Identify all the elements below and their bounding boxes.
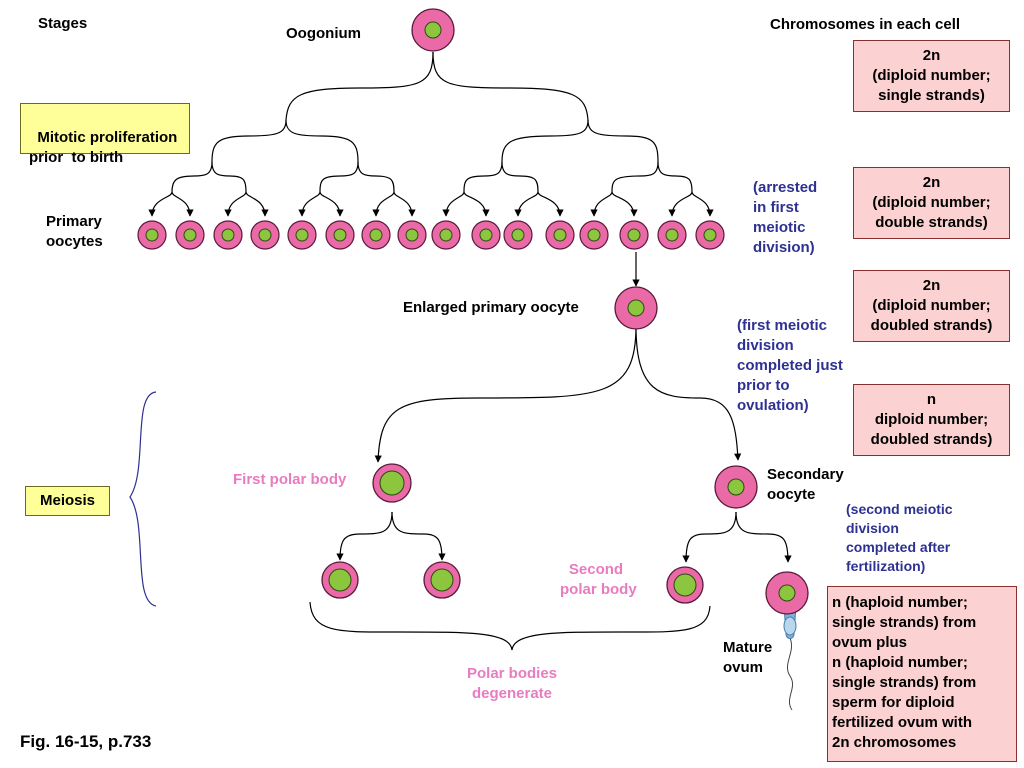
mature-ovum-label: Mature ovum xyxy=(723,639,773,676)
chromosomes-header: Chromosomes in each cell xyxy=(770,16,961,33)
primary-oocytes-label: Primary oocytes xyxy=(46,213,103,250)
primary-oocyte-cell xyxy=(325,220,355,250)
meiosis-brace xyxy=(129,391,157,607)
first-meiotic-note: (first meiotic division completed just p… xyxy=(737,317,843,414)
secondary-oocyte-cell xyxy=(714,465,758,509)
chromosome-box-mature-ovum: n (haploid number; single strands) from … xyxy=(827,586,1017,762)
first-polar-body-cell xyxy=(372,463,412,503)
meiosis-label: Meiosis xyxy=(39,492,96,509)
primary-oocyte-cell xyxy=(287,220,317,250)
primary-oocyte-cell xyxy=(137,220,167,250)
polar-body-cell xyxy=(423,561,461,599)
primary-oocyte-cell xyxy=(250,220,280,250)
oogonium-label: Oogonium xyxy=(286,25,361,42)
primary-oocyte-cell xyxy=(175,220,205,250)
primary-oocyte-cell xyxy=(579,220,609,250)
secondary-oocyte-label: Secondary oocyte xyxy=(767,466,844,503)
polar-bodies-degenerate-label: Polar bodies degenerate xyxy=(466,665,558,702)
polar-body-cell xyxy=(321,561,359,599)
mitotic-proliferation-label: Mitotic proliferation prior to birth xyxy=(29,129,178,166)
chromosome-box-enlarged-oocyte: 2n (diploid number; doubled strands) xyxy=(853,270,1010,342)
oogonium-cell xyxy=(411,8,455,52)
second-meiotic-note: (second meiotic division completed after… xyxy=(846,501,953,574)
stages-label: Stages xyxy=(38,15,88,32)
primary-oocyte-cell xyxy=(503,220,533,250)
primary-oocyte-cell xyxy=(471,220,501,250)
enlarged-primary-oocyte-label: Enlarged primary oocyte xyxy=(403,299,579,316)
mitotic-proliferation-box: Mitotic proliferation prior to birth xyxy=(20,103,190,166)
figure-caption: Fig. 16-15, p.733 xyxy=(20,732,152,751)
primary-oocyte-cell xyxy=(361,220,391,250)
chromosome-box-oogonium: 2n (diploid number; single strands) xyxy=(853,40,1010,112)
chromosome-box-secondary-oocyte: n diploid number; doubled strands) xyxy=(853,384,1010,456)
meiosis-box: Meiosis xyxy=(25,486,110,516)
first-polar-body-label: First polar body xyxy=(233,471,347,488)
enlarged-primary-oocyte-cell xyxy=(614,286,658,330)
lineage-lines xyxy=(171,51,693,193)
level4-arrows xyxy=(148,191,792,563)
mature-ovum-with-sperm-icon xyxy=(765,571,809,711)
primary-oocyte-cell xyxy=(397,220,427,250)
primary-oocyte-cell xyxy=(545,220,575,250)
primary-oocyte-cell xyxy=(657,220,687,250)
second-polar-body-cell xyxy=(666,566,704,604)
primary-oocyte-row xyxy=(137,220,725,250)
second-polar-body-label: Second polar body xyxy=(560,561,637,598)
polar-bodies-brace xyxy=(309,601,711,651)
primary-oocyte-cell xyxy=(619,220,649,250)
chromosome-box-primary-oocytes: 2n (diploid number; double strands) xyxy=(853,167,1010,239)
primary-oocyte-cell xyxy=(431,220,461,250)
primary-oocyte-cell xyxy=(213,220,243,250)
arrested-note: (arrested in first meiotic division) xyxy=(753,179,818,256)
primary-oocyte-cell xyxy=(695,220,725,250)
